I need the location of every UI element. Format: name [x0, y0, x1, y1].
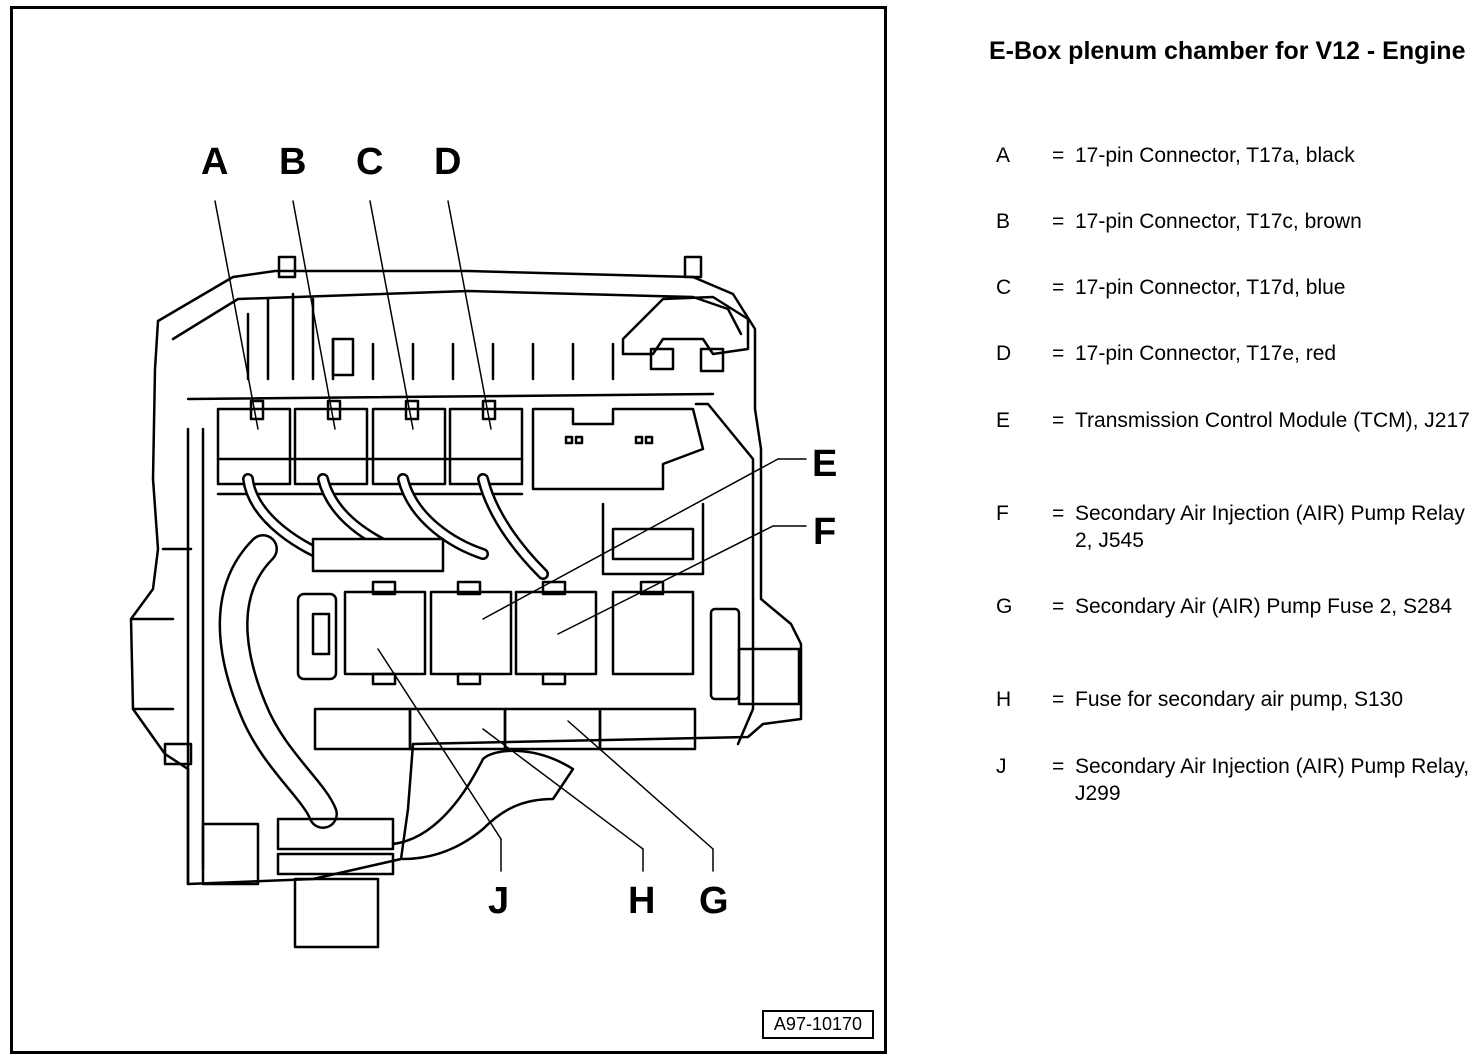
callout-f: F [813, 511, 837, 553]
relay-4 [611, 590, 695, 676]
legend-desc: 17-pin Connector, T17d, blue [1075, 276, 1346, 299]
legend-desc: Secondary Air Injection (AIR) Pump Relay… [1075, 502, 1465, 552]
legend-desc: 17-pin Connector, T17c, brown [1075, 210, 1362, 233]
legend-desc: Secondary Air Injection (AIR) Pump Relay… [1075, 755, 1470, 805]
legend-key: J [996, 755, 1007, 778]
callout-e: E [812, 443, 838, 485]
legend-equals: = [1052, 210, 1065, 233]
legend-desc: Fuse for secondary air pump, S130 [1075, 688, 1404, 711]
callout-a: A [201, 141, 229, 183]
legend-key: E [996, 409, 1011, 432]
diagram-frame: A B C D E F G H J A97-10170 [10, 6, 887, 1054]
figure-id-label: A97-10170 [761, 1010, 874, 1039]
connector-block [216, 399, 524, 496]
legend-key: C [996, 276, 1012, 299]
legend-equals: = [1052, 276, 1065, 299]
callout-j: J [488, 880, 510, 922]
legend-equals: = [1052, 144, 1065, 167]
legend-key: D [996, 342, 1012, 365]
callout-c: C [356, 141, 384, 183]
legend-key: F [996, 502, 1009, 525]
legend-desc: 17-pin Connector, T17a, black [1075, 144, 1355, 167]
legend-key: G [996, 595, 1013, 618]
legend-equals: = [1052, 342, 1065, 365]
callout-h: H [628, 880, 656, 922]
legend-equals: = [1052, 755, 1065, 778]
legend-equals: = [1052, 688, 1065, 711]
legend-equals: = [1052, 595, 1065, 618]
legend-desc: Transmission Control Module (TCM), J217 [1075, 409, 1470, 432]
legend-desc: 17-pin Connector, T17e, red [1075, 342, 1337, 365]
relay-f [514, 590, 598, 676]
legend-key: A [996, 144, 1011, 167]
leader-lines [214, 200, 807, 872]
callout-d: D [434, 141, 462, 183]
legend-equals: = [1052, 502, 1065, 525]
relay-j [343, 590, 427, 676]
callout-g: G [699, 880, 729, 922]
legend-desc: Secondary Air (AIR) Pump Fuse 2, S284 [1075, 595, 1453, 618]
callout-b: B [279, 141, 307, 183]
legend-title: E-Box plenum chamber for V12 - Engine [989, 37, 1466, 65]
relay-e [429, 590, 513, 676]
legend-equals: = [1052, 409, 1065, 432]
housing-outline [129, 269, 803, 886]
ebox-drawing [129, 200, 807, 949]
legend-key: H [996, 688, 1012, 711]
legend-key: B [996, 210, 1011, 233]
